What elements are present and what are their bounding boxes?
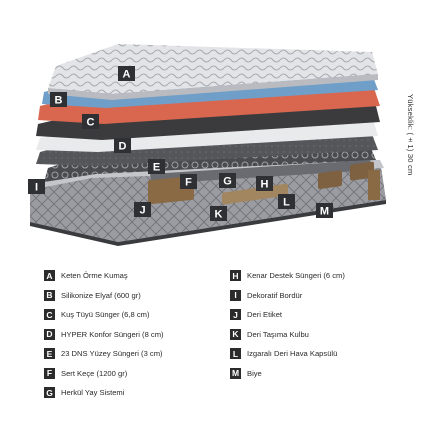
callout-box-m [316,203,333,218]
legend-text: Deri Taşıma Kulbu [247,329,309,339]
legend-text: Kenar Destek Süngeri (6 cm) [247,271,345,281]
decorative-border [30,160,386,242]
callout-box-i [28,179,45,194]
legend-text: Keten Örme Kumaş [61,271,128,281]
legend-item-e: E 23 DNS Yüzey Süngeri (3 cm) [44,344,244,364]
legend-item-m: M Biye [230,364,430,384]
knit-fabric-edge [48,74,378,100]
callout-box-f [180,174,197,189]
legend-badge: A [44,270,55,282]
callout-d: D [119,141,127,153]
legend-badge: K [230,328,241,340]
callout-box-l [278,194,295,209]
legend-left: A Keten Örme Kumaş B Silikonize Elyaf (600… [44,266,244,403]
legend-badge: D [44,328,55,340]
legend-badge: F [44,367,55,379]
legend-text: Herkül Yay Sistemi [61,388,125,398]
callout-l: L [283,197,290,209]
callout-f: F [185,177,192,189]
legend-badge: L [230,348,241,360]
legend-right: H Kenar Destek Süngeri (6 cm) I Dekoratif … [230,266,430,383]
legend-item-g: G Herkül Yay Sistemi [44,383,244,403]
callout-box-j [134,202,151,217]
side-label-patch [368,170,380,200]
leather-air-vent [318,170,342,190]
callout-box-e [148,159,165,174]
callout-h: H [261,179,269,191]
legend-item-h: H Kenar Destek Süngeri (6 cm) [230,266,430,286]
legend-text: 23 DNS Yüzey Süngeri (3 cm) [61,349,163,359]
callout-box-h [256,176,273,191]
legend-text: Sert Keçe (1200 gr) [61,368,128,378]
callout-j: J [139,205,145,217]
legend-item-f: F Sert Keçe (1200 gr) [44,364,244,384]
legend-item-k: K Deri Taşıma Kulbu [230,325,430,345]
legend-item-c: C Kuş Tüyü Sünger (6,8 cm) [44,305,244,325]
legend-badge: E [44,348,55,360]
callout-k: K [215,209,223,221]
callout-m: M [320,206,329,218]
legend-badge: I [230,289,241,301]
legend-badge: C [44,309,55,321]
legend-badge: B [44,289,55,301]
knit-fabric-top [48,44,378,94]
edge-support-foam [150,160,374,184]
callout-box-k [210,206,227,221]
callout-box-g [219,173,236,188]
legend-text: Izgaralı Deri Hava Kapsülü [247,349,338,359]
callout-a: A [123,69,131,81]
legend-badge: M [230,367,241,379]
legend-badge: G [44,387,55,399]
callout-i: I [35,182,38,194]
callout-box-c [82,114,99,129]
legend-text: HYPER Konfor Süngeri (8 cm) [61,329,164,339]
legend-text: Dekoratif Bordür [247,290,303,300]
legend-item-i: I Dekoratif Bordür [230,286,430,306]
legend-item-d: D HYPER Konfor Süngeri (8 cm) [44,325,244,345]
legend-text: Kuş Tüyü Sünger (6,8 cm) [61,310,150,320]
legend-text: Silikonize Elyaf (600 gr) [61,290,141,300]
mattress-layer-diagram: A B C D E F G H I J K L M [28,44,386,246]
callouts: A B C D E F G H I J K L M [28,66,333,221]
callout-c: C [87,117,95,129]
legend-text: Biye [247,368,262,378]
legend-item-a: A Keten Örme Kumaş [44,266,244,286]
callout-g: G [223,176,232,188]
callout-box-a [118,66,135,81]
callout-e: E [153,162,160,174]
legend-item-b: B Silikonize Elyaf (600 gr) [44,286,244,306]
legend-item-j: J Deri Etiket [230,305,430,325]
height-label: Yükseklik: (±1) 30 cm [406,94,415,176]
callout-box-b [50,92,67,107]
legend-item-l: L Izgaralı Deri Hava Kapsülü [230,344,430,364]
legend-badge: H [230,270,241,282]
legend-text: Deri Etiket [247,310,283,320]
legend-badge: J [230,309,241,321]
callout-box-d [114,138,131,153]
callout-b: B [55,95,63,107]
